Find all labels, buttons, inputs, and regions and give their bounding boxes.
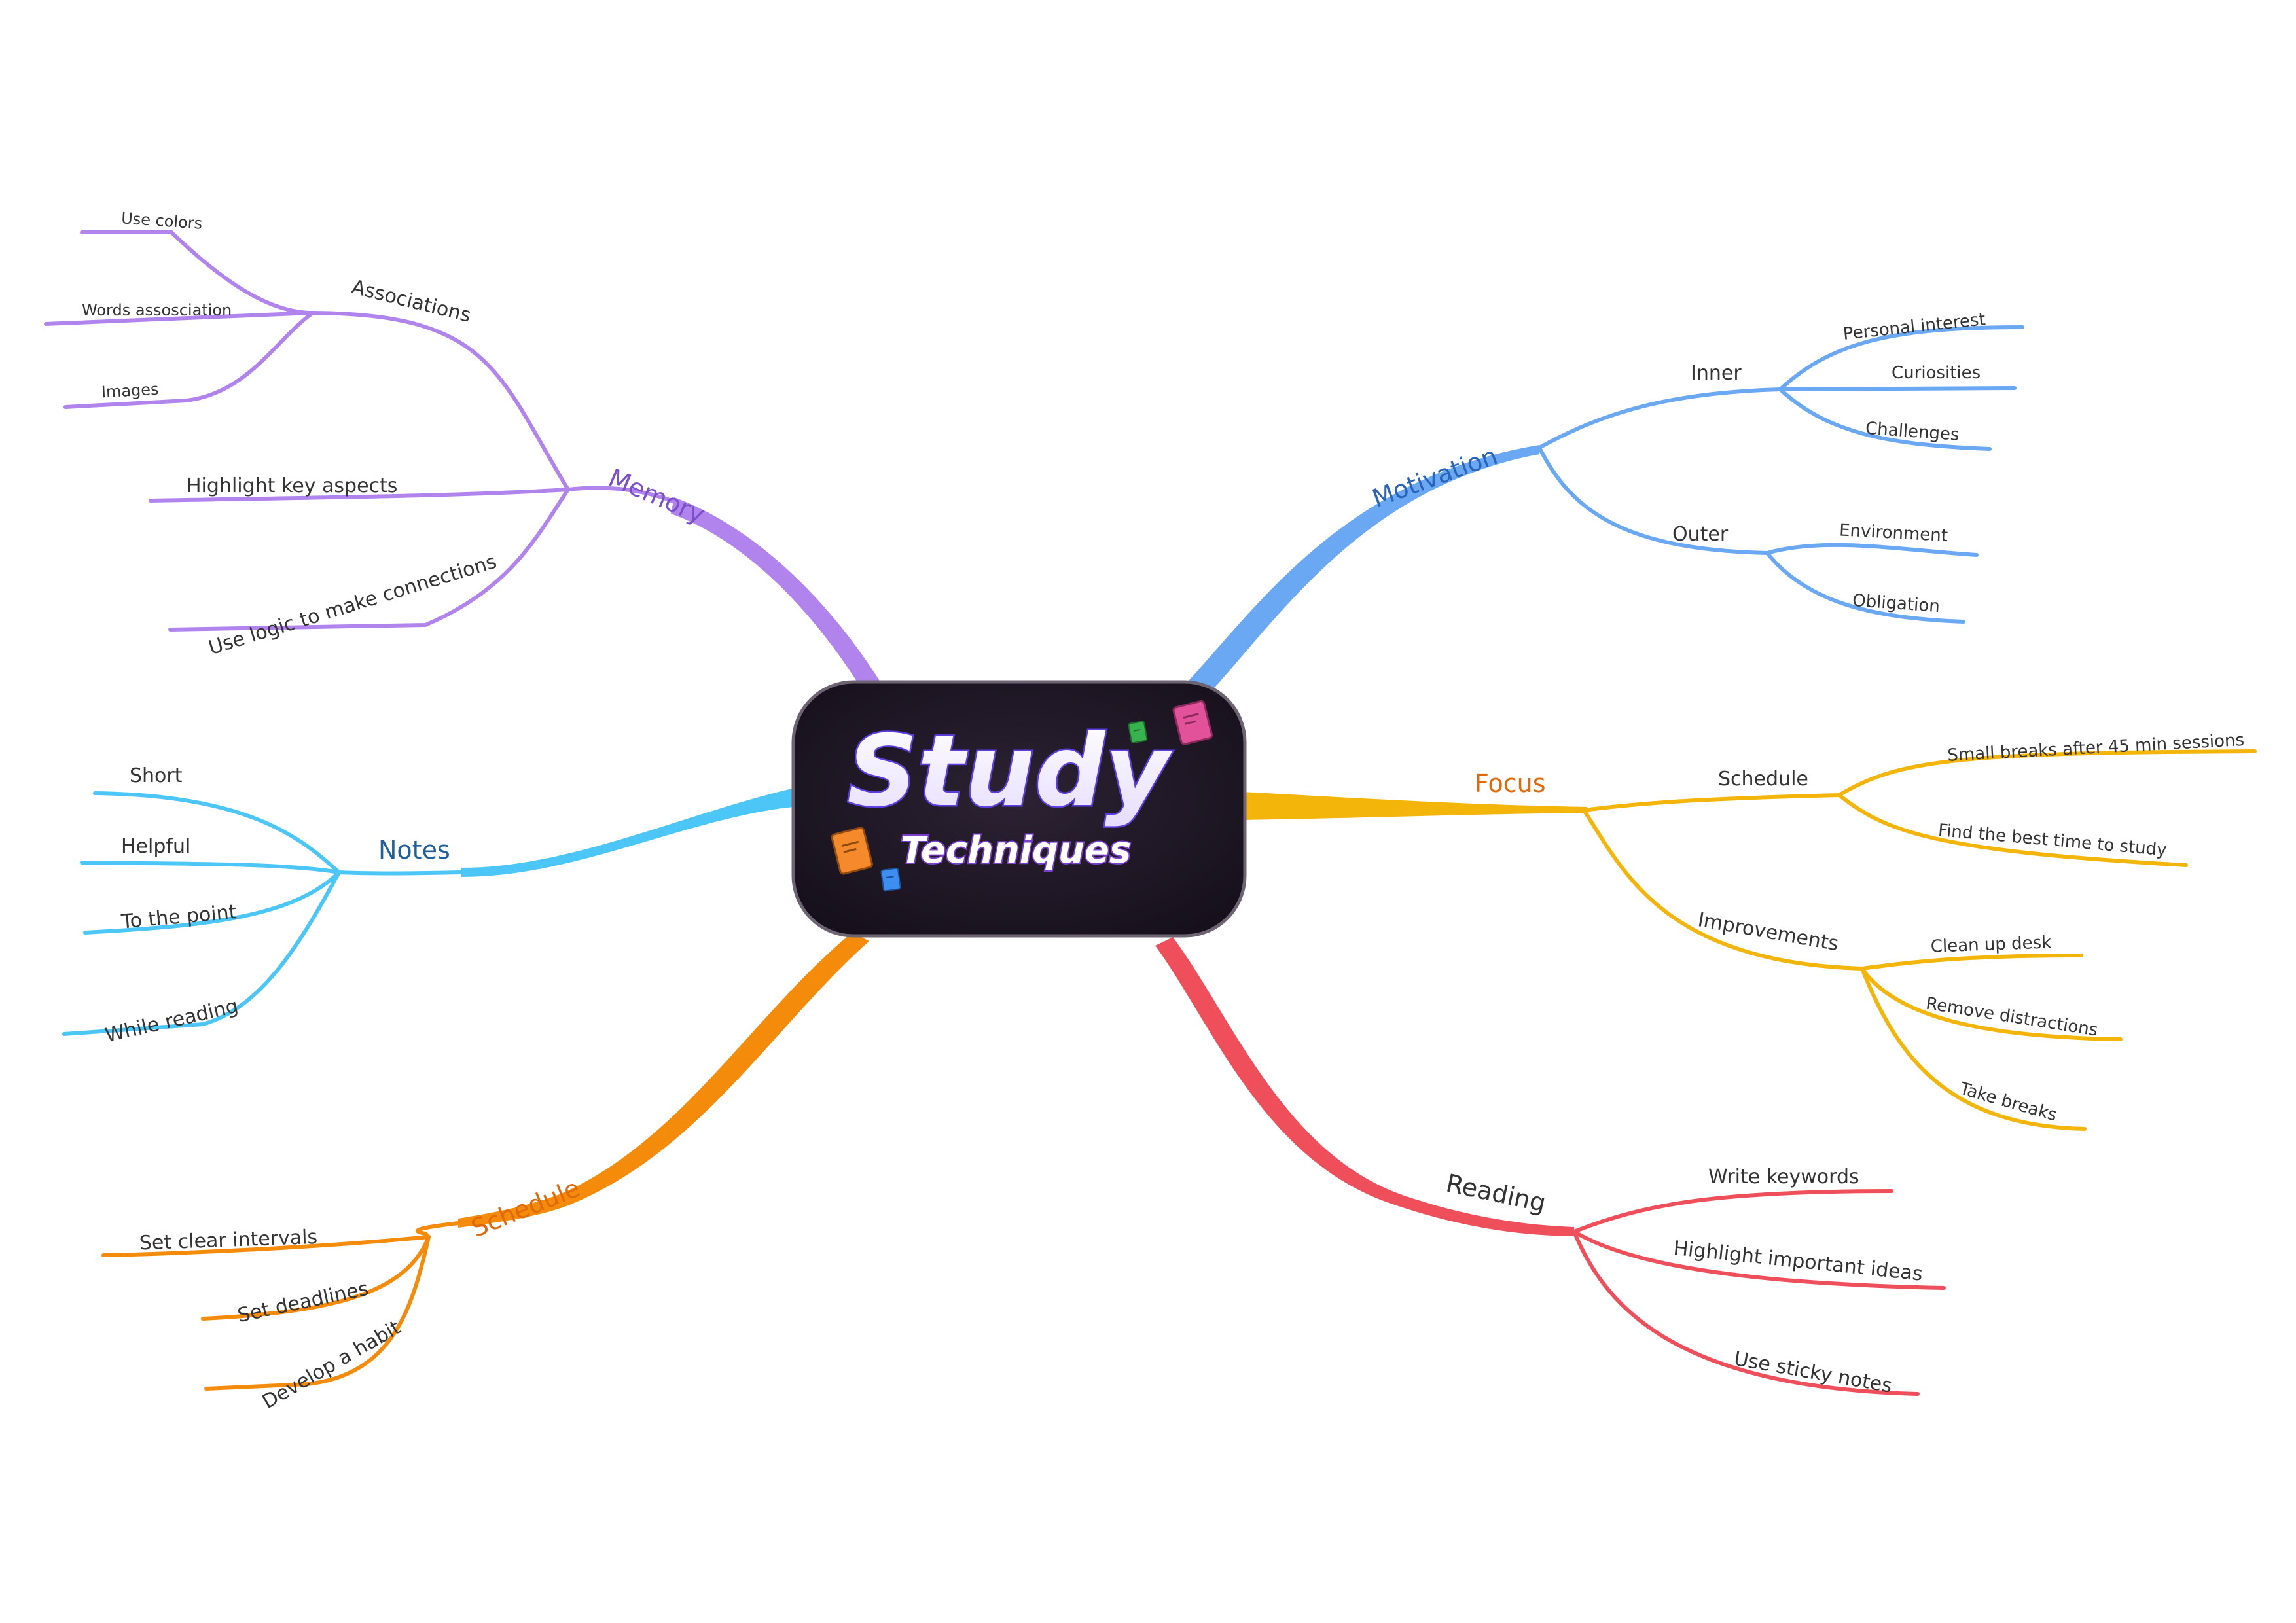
outer-label[interactable]: Outer <box>1672 523 1729 546</box>
schedule-leaf-habit[interactable]: Develop a habit <box>259 1316 404 1414</box>
reading-subtree <box>1572 1189 1946 1396</box>
memory-leaf-use-logic[interactable]: Use logic to make connections <box>206 550 499 660</box>
central-topic-board <box>791 680 1247 938</box>
inner-label[interactable]: Inner <box>1691 362 1742 385</box>
motivation-leaf-environment[interactable]: Environment <box>1839 520 1948 546</box>
schedule-subtree <box>101 1221 460 1391</box>
notes-leaf-helpful[interactable]: Helpful <box>121 835 190 858</box>
motivation-leaf-obligation[interactable]: Obligation <box>1852 591 1940 616</box>
notes-leaf-while-reading[interactable]: While reading <box>103 995 240 1048</box>
notes-subtree <box>62 791 463 1036</box>
schedule-main-branch <box>458 933 869 1228</box>
notebook-icon <box>1128 721 1148 744</box>
memory-label[interactable]: Memory <box>605 463 709 529</box>
central-title[interactable]: Study <box>846 713 1175 830</box>
improvements-label[interactable]: Improvements <box>1696 908 1840 955</box>
focus-subtree <box>1582 749 2257 1131</box>
reading-label[interactable]: Reading <box>1444 1168 1549 1217</box>
focus-leaf-small-breaks[interactable]: Small breaks after 45 min sessions <box>1947 730 2245 766</box>
reading-leaf-highlight-ideas[interactable]: Highlight important ideas <box>1672 1237 1924 1286</box>
focus-schedule-label[interactable]: Schedule <box>1718 768 1808 791</box>
central-subtitle[interactable]: Techniques <box>899 828 1132 873</box>
notes-leaf-to-the-point[interactable]: To the point <box>120 901 238 933</box>
schedule-label[interactable]: Schedule <box>467 1173 584 1243</box>
schedule-leaf-deadlines[interactable]: Set deadlines <box>236 1277 370 1328</box>
notebook-icon <box>880 867 901 892</box>
associations-label[interactable]: Associations <box>350 276 473 327</box>
focus-label[interactable]: Focus <box>1475 769 1546 798</box>
memory-main-branch <box>671 497 880 688</box>
reading-leaf-sticky-notes[interactable]: Use sticky notes <box>1732 1347 1894 1398</box>
schedule-leaf-clear-intervals[interactable]: Set clear intervals <box>139 1226 317 1255</box>
focus-leaf-clean-desk[interactable]: Clean up desk <box>1930 933 2051 956</box>
notes-label[interactable]: Notes <box>378 836 450 865</box>
notes-main-branch <box>461 789 793 877</box>
memory-leaf-images[interactable]: Images <box>101 380 159 402</box>
notes-leaf-short[interactable]: Short <box>130 764 183 787</box>
book-icon <box>1172 700 1213 745</box>
book-icon <box>831 827 873 875</box>
memory-subtree <box>44 230 709 632</box>
motivation-leaf-personal-interest[interactable]: Personal interest <box>1842 310 1986 344</box>
motivation-leaf-curiosities[interactable]: Curiosities <box>1892 363 1981 383</box>
motivation-label[interactable]: Motivation <box>1369 441 1501 513</box>
memory-leaf-use-colors[interactable]: Use colors <box>120 209 203 233</box>
memory-leaf-highlight-key-aspects[interactable]: Highlight key aspects <box>187 474 397 497</box>
focus-main-branch <box>1242 792 1587 820</box>
reading-leaf-write-keywords[interactable]: Write keywords <box>1708 1166 1859 1188</box>
motivation-leaf-challenges[interactable]: Challenges <box>1865 419 1960 445</box>
motivation-main-branch <box>1181 445 1539 700</box>
central-topic[interactable]: Study Techniques <box>791 680 1247 938</box>
motivation-subtree <box>1537 325 2024 624</box>
memory-leaf-words-association[interactable]: Words assosciation <box>82 301 232 319</box>
